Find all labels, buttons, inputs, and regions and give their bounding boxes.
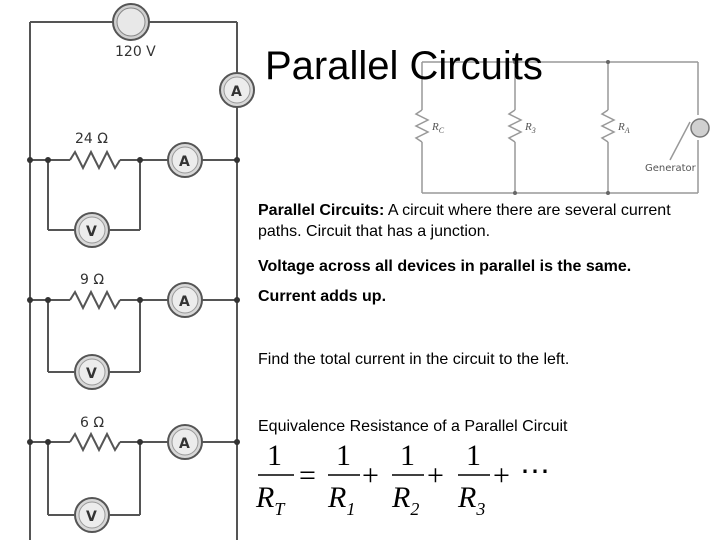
right-circuit-diagram: RC R3 RA Generator	[414, 60, 710, 195]
svg-text:1: 1	[336, 439, 351, 472]
generator-icon	[690, 118, 710, 138]
voltage-source-icon	[112, 3, 150, 41]
resistor-2-label: 9 Ω	[80, 272, 104, 288]
term-rt: RT	[255, 481, 286, 519]
svg-text:+: +	[362, 459, 379, 492]
resistor-r3-label: R3	[524, 121, 536, 135]
svg-text:V: V	[86, 509, 97, 525]
svg-text:1: 1	[466, 439, 481, 472]
branch1-ammeter-icon: A	[167, 142, 203, 178]
definition-paragraph: Parallel Circuits: A circuit where there…	[258, 200, 698, 242]
svg-text:1: 1	[400, 439, 415, 472]
resistor-rc-label: RC	[431, 121, 445, 135]
svg-text:=: =	[299, 459, 316, 492]
svg-text:⋯: ⋯	[520, 455, 550, 488]
svg-text:+: +	[493, 459, 510, 492]
definition-body: A circuit where there are several curren…	[258, 202, 671, 240]
equivalent-resistance-equation: 1 RT = 1 R1 + 1 R2 + 1 R3 + ⋯	[255, 439, 550, 519]
main-ammeter-icon: A	[219, 72, 255, 108]
equation-heading: Equivalence Resistance of a Parallel Cir…	[258, 418, 568, 435]
resistor-3-label: 6 Ω	[80, 415, 104, 431]
resistor-1-label: 24 Ω	[75, 131, 108, 147]
left-circuit-diagram: 120 V A A A A V V V 24 Ω 9 Ω 6 Ω	[27, 3, 255, 540]
svg-text:A: A	[179, 436, 190, 452]
current-rule: Current adds up.	[258, 288, 387, 305]
svg-text:A: A	[179, 294, 190, 310]
branch3-voltmeter-icon: V	[74, 497, 110, 533]
branch3-ammeter-icon: A	[167, 424, 203, 460]
svg-text:A: A	[231, 84, 242, 100]
term-r3: R3	[457, 481, 485, 519]
source-voltage-label: 120 V	[115, 44, 156, 60]
resistor-ra-label: RA	[617, 121, 630, 135]
svg-text:+: +	[427, 459, 444, 492]
term-r1: R1	[327, 481, 355, 519]
voltage-rule: Voltage across all devices in parallel i…	[258, 258, 632, 275]
term-r2: R2	[391, 481, 419, 519]
svg-text:V: V	[86, 224, 97, 240]
definition-term: Parallel Circuits:	[258, 202, 385, 219]
branch2-voltmeter-icon: V	[74, 354, 110, 390]
branch1-voltmeter-icon: V	[74, 212, 110, 248]
svg-text:V: V	[86, 366, 97, 382]
svg-text:1: 1	[267, 439, 282, 472]
svg-text:A: A	[179, 154, 190, 170]
page-title: Parallel Circuits	[265, 44, 543, 88]
question-text: Find the total current in the circuit to…	[258, 351, 570, 368]
generator-label: Generator	[645, 163, 697, 174]
branch2-ammeter-icon: A	[167, 282, 203, 318]
